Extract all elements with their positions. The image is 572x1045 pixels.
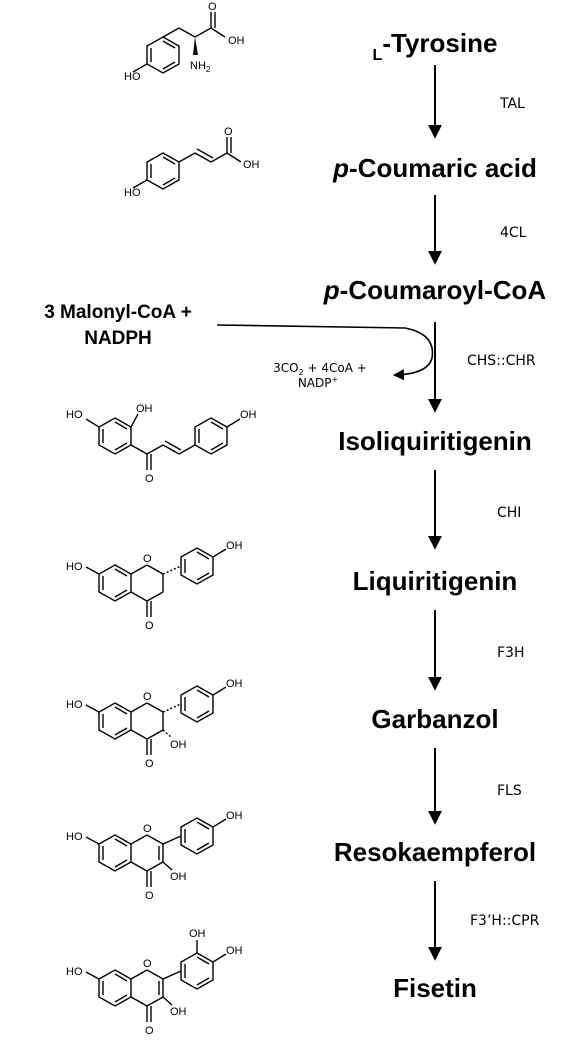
svg-text:OH: OH — [226, 540, 243, 552]
svg-text:O: O — [143, 823, 152, 835]
svg-text:O: O — [143, 958, 152, 970]
svg-text:OH: OH — [170, 739, 187, 751]
cosubstrate-line1: 3 Malonyl-CoA + — [44, 302, 192, 323]
enzyme-chs-chr: CHS::CHR — [467, 353, 536, 369]
svg-text:OH: OH — [226, 810, 243, 822]
enzyme-4cl: 4CL — [500, 225, 527, 241]
svg-text:HO: HO — [124, 71, 141, 83]
svg-text:OH: OH — [226, 945, 243, 957]
svg-text:HO: HO — [66, 561, 83, 573]
coumaroyl-prefix: p — [323, 275, 340, 305]
enzyme-fls: FLS — [497, 783, 522, 799]
compound-coumaroyl-coa: p-Coumaroyl-CoA — [323, 275, 547, 305]
compound-isoliquiritigenin: Isoliquiritigenin — [338, 426, 532, 456]
svg-text:NH2: NH2 — [190, 60, 211, 74]
structure-fisetin: HO O O OH OH OH — [66, 928, 243, 1037]
structure-tyrosine: HO O OH NH2 — [124, 1, 245, 83]
side-arrow — [216, 324, 434, 381]
svg-text:HO: HO — [66, 409, 83, 421]
svg-text:OH: OH — [189, 928, 206, 940]
svg-text:HO: HO — [66, 831, 83, 843]
svg-text:O: O — [224, 126, 233, 138]
svg-text:O: O — [145, 620, 154, 632]
svg-text:HO: HO — [66, 699, 83, 711]
svg-text:HO: HO — [66, 966, 83, 978]
compound-tyrosine: L-Tyrosine — [373, 28, 498, 64]
structure-resokaempferol: HO O O OH OH — [66, 810, 243, 902]
svg-text:OH: OH — [228, 35, 245, 47]
svg-text:O: O — [145, 758, 154, 770]
enzyme-f3h-cpr: F3’H::CPR — [470, 913, 540, 929]
structure-isoliquiritigenin: HO OH O OH — [66, 403, 257, 485]
coumaric-name: -Coumaric acid — [349, 153, 537, 183]
byproducts-line1: 3CO2 + 4CoA + — [273, 361, 367, 377]
svg-text:OH: OH — [240, 409, 257, 421]
svg-text:OH: OH — [170, 1006, 187, 1018]
compound-fisetin: Fisetin — [393, 973, 477, 1003]
svg-text:O: O — [145, 473, 154, 485]
svg-text:OH: OH — [243, 159, 260, 171]
coumaroyl-name: -Coumaroyl-CoA — [340, 275, 547, 305]
svg-text:O: O — [143, 691, 152, 703]
svg-text:OH: OH — [136, 403, 153, 415]
byproducts-line2: NADP+ — [298, 375, 338, 390]
svg-text:O: O — [145, 890, 154, 902]
svg-text:O: O — [208, 1, 217, 13]
compound-garbanzol: Garbanzol — [371, 704, 498, 734]
svg-text:O: O — [143, 553, 152, 565]
structure-garbanzol: HO O O OH OH — [66, 678, 243, 770]
svg-text:OH: OH — [170, 871, 187, 883]
compound-liquiritigenin: Liquiritigenin — [353, 566, 518, 596]
svg-text:OH: OH — [226, 678, 243, 690]
enzyme-tal: TAL — [499, 96, 525, 112]
cosubstrate-line2: NADPH — [84, 328, 152, 349]
tyrosine-prefix: L — [373, 47, 383, 64]
structure-coumaric-acid: HO O OH — [124, 126, 260, 199]
enzyme-chi: CHI — [497, 505, 521, 521]
tyrosine-name: -Tyrosine — [382, 28, 497, 58]
compound-resokaempferol: Resokaempferol — [334, 837, 536, 867]
enzyme-f3h: F3H — [497, 645, 525, 661]
structure-liquiritigenin: HO O O OH — [66, 540, 243, 632]
coumaric-prefix: p — [332, 153, 349, 183]
svg-text:HO: HO — [124, 187, 141, 199]
compound-coumaric-acid: p-Coumaric acid — [332, 153, 537, 183]
svg-text:O: O — [145, 1025, 154, 1037]
